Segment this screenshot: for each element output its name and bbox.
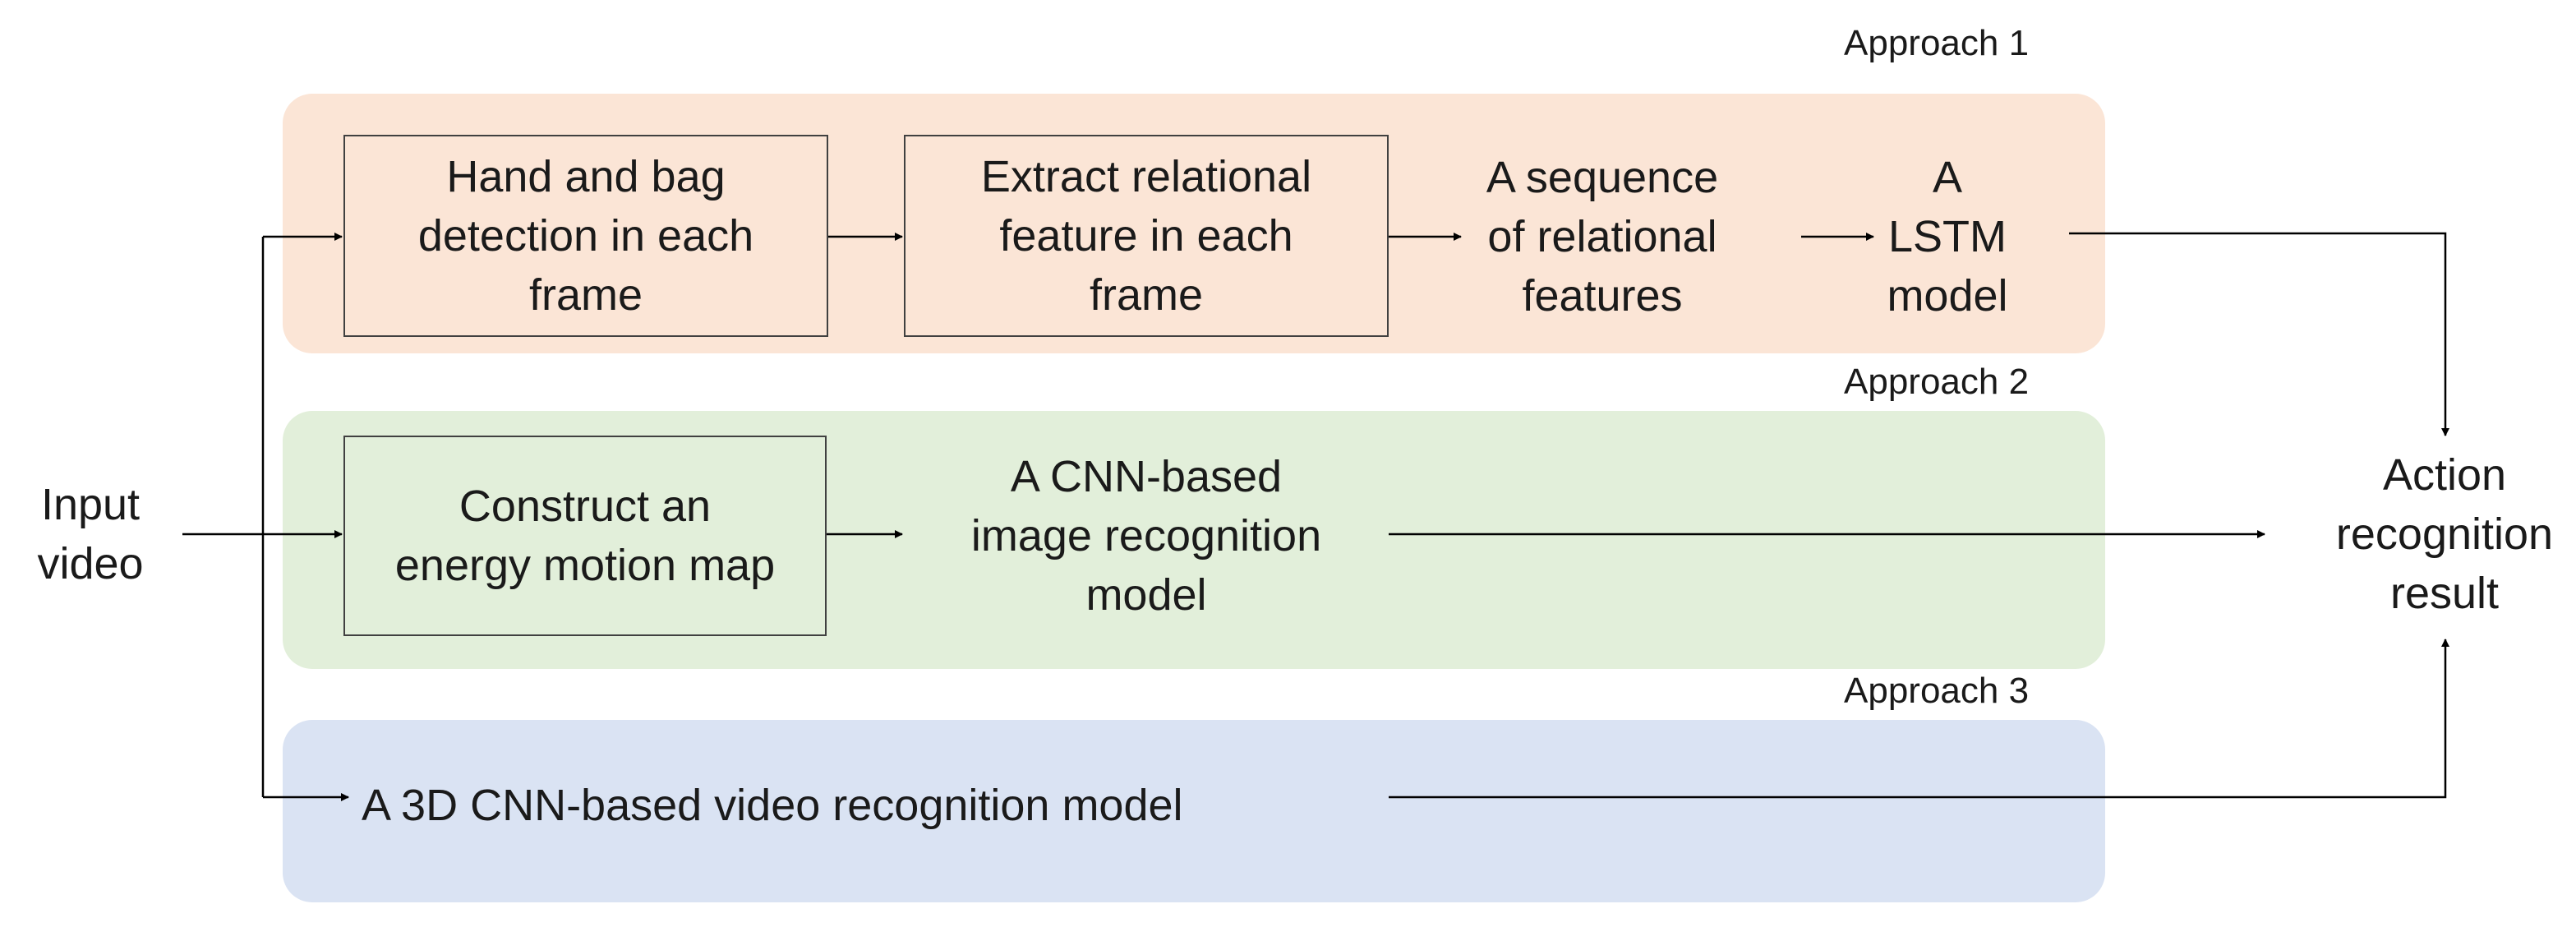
relational-sequence-node: A sequence of relational features	[1486, 153, 1719, 321]
lstm-model-node: A LSTM model	[1887, 153, 2008, 321]
extract-relational-label: Extract relational feature in each frame	[980, 152, 1312, 320]
action-recognition-result-node: Action recognition result	[2335, 450, 2554, 618]
approach-1-band	[283, 94, 2105, 353]
arrow-3d-to-result	[1389, 639, 2449, 799]
approach-3-label: Approach 3	[1844, 671, 2030, 711]
extract-relational-box: Extract relational feature in each frame	[904, 135, 1389, 337]
approach-3-band	[283, 720, 2105, 902]
cnn3d-video-model-node: A 3D CNN-based video recognition model	[362, 781, 1183, 830]
approach-2-label: Approach 2	[1844, 362, 2030, 402]
hand-bag-detection-box: Hand and bag detection in each frame	[343, 135, 828, 337]
input-video-node: Input video	[37, 480, 144, 588]
approach-1-label: Approach 1	[1844, 23, 2030, 63]
cnn-image-model-node: A CNN-based image recognition model	[970, 452, 1322, 620]
energy-motion-map-label: Construct an energy motion map	[394, 482, 776, 590]
energy-motion-map-box: Construct an energy motion map	[343, 436, 827, 636]
approach-2-band	[283, 411, 2105, 669]
hand-bag-detection-label: Hand and bag detection in each frame	[417, 152, 754, 320]
arrow-lstm-to-result	[2069, 232, 2449, 436]
